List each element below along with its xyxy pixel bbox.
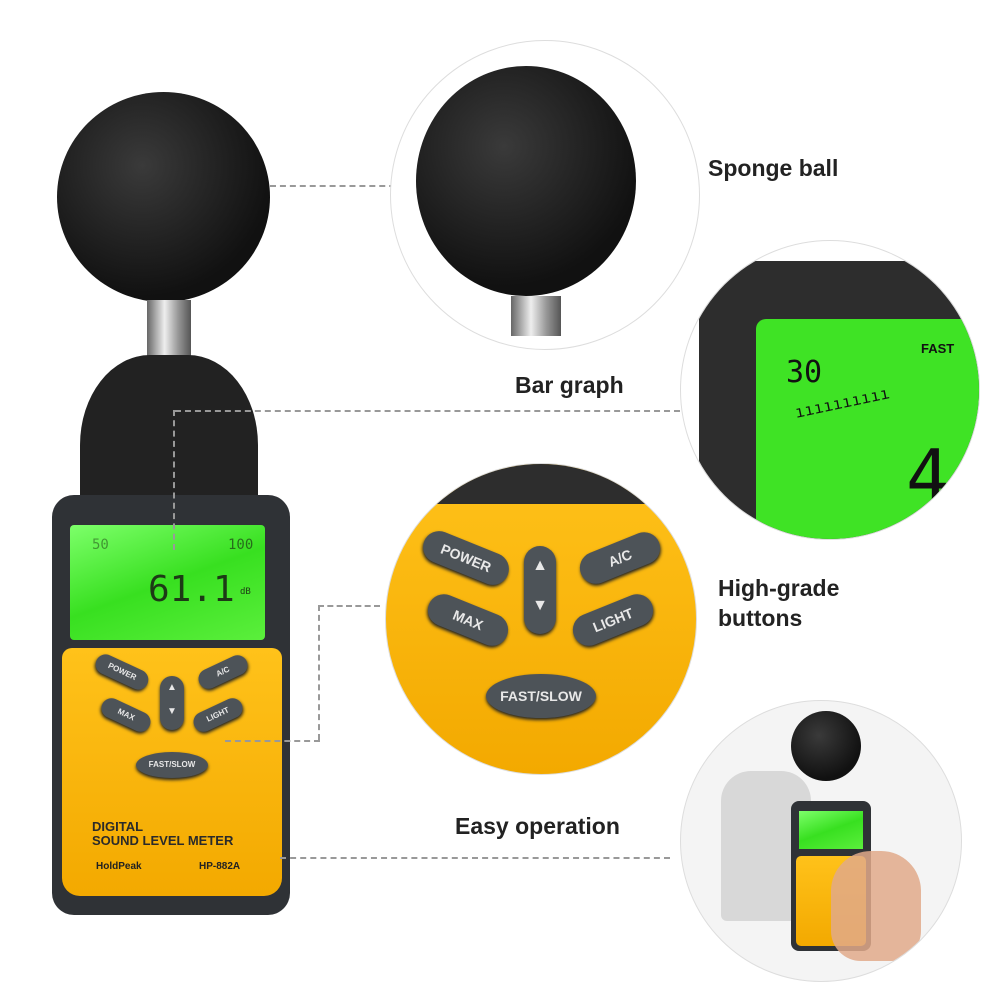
model-number: HP-882A: [199, 861, 241, 872]
lcd-bar-reading: 30: [786, 355, 823, 390]
hand: [831, 851, 921, 961]
feature-label-easy-operation: Easy operation: [455, 813, 620, 839]
sponge-ball: [57, 92, 270, 302]
sponge-ball-closeup: [416, 66, 636, 296]
buttons-detail-circle: POWER A/C MAX LIGHT ▲▼ FAST/SLOW: [385, 463, 697, 775]
lcd-digits: 4: [906, 434, 950, 518]
connector-line: [280, 857, 670, 859]
meter-screen: 50 100 61.1 dB: [70, 525, 265, 640]
meter-head: [80, 355, 258, 505]
lcd-left-reading: 50: [92, 537, 109, 553]
sound-level-meter: 50 100 61.1 dB POWER A/C MAX LIGHT ▲▼ FA…: [0, 0, 300, 920]
lcd-closeup: 30 ıııııııııı FAST 4: [756, 319, 979, 539]
connector-line: [270, 185, 425, 187]
feature-label-bar-graph: Bar graph: [515, 372, 624, 398]
label-line2: buttons: [718, 605, 803, 631]
metal-rod-closeup: [511, 296, 561, 336]
fast-slow-button-closeup: FAST/SLOW: [486, 674, 596, 718]
sponge-detail-circle: [390, 40, 700, 350]
lcd-right-reading: 100: [228, 537, 254, 553]
panel-edge: [386, 464, 696, 504]
connector-line: [225, 740, 320, 742]
lcd-unit: dB: [240, 587, 251, 597]
lcd-value: 61.1: [148, 569, 235, 610]
light-button[interactable]: LIGHT: [190, 694, 246, 736]
easy-operation-circle: [680, 700, 962, 982]
up-down-button[interactable]: ▲▼: [160, 676, 184, 730]
connector-line: [318, 605, 380, 607]
connector-line: [175, 410, 680, 412]
bar-graph-detail-circle: 30 ıııııııııı FAST 4: [680, 240, 980, 540]
max-button-closeup: MAX: [423, 589, 513, 651]
ac-button-closeup: A/C: [575, 527, 665, 589]
feature-label-sponge: Sponge ball: [708, 155, 839, 181]
mini-lcd: [799, 811, 863, 849]
title-line2: SOUND LEVEL METER: [92, 833, 234, 848]
connector-line: [318, 605, 320, 740]
lcd-mode: FAST: [921, 341, 955, 356]
brand-logo: HoldPeak: [96, 861, 142, 872]
metal-rod: [147, 300, 191, 362]
label-line1: High-grade: [718, 575, 840, 601]
fast-slow-button[interactable]: FAST/SLOW: [136, 752, 208, 778]
meter-title: DIGITAL SOUND LEVEL METER: [92, 820, 233, 848]
feature-label-buttons: High-grade buttons: [718, 573, 839, 633]
up-down-button-closeup: ▲▼: [524, 546, 556, 634]
power-button[interactable]: POWER: [92, 651, 152, 693]
mini-sponge: [791, 711, 861, 781]
connector-line: [173, 410, 175, 550]
power-button-closeup: POWER: [418, 526, 514, 590]
meter-panel: POWER A/C MAX LIGHT ▲▼ FAST/SLOW DIGITAL…: [62, 648, 282, 896]
title-line1: DIGITAL: [92, 819, 144, 834]
ac-button[interactable]: A/C: [195, 651, 251, 693]
max-button[interactable]: MAX: [98, 694, 154, 736]
light-button-closeup: LIGHT: [568, 589, 658, 651]
